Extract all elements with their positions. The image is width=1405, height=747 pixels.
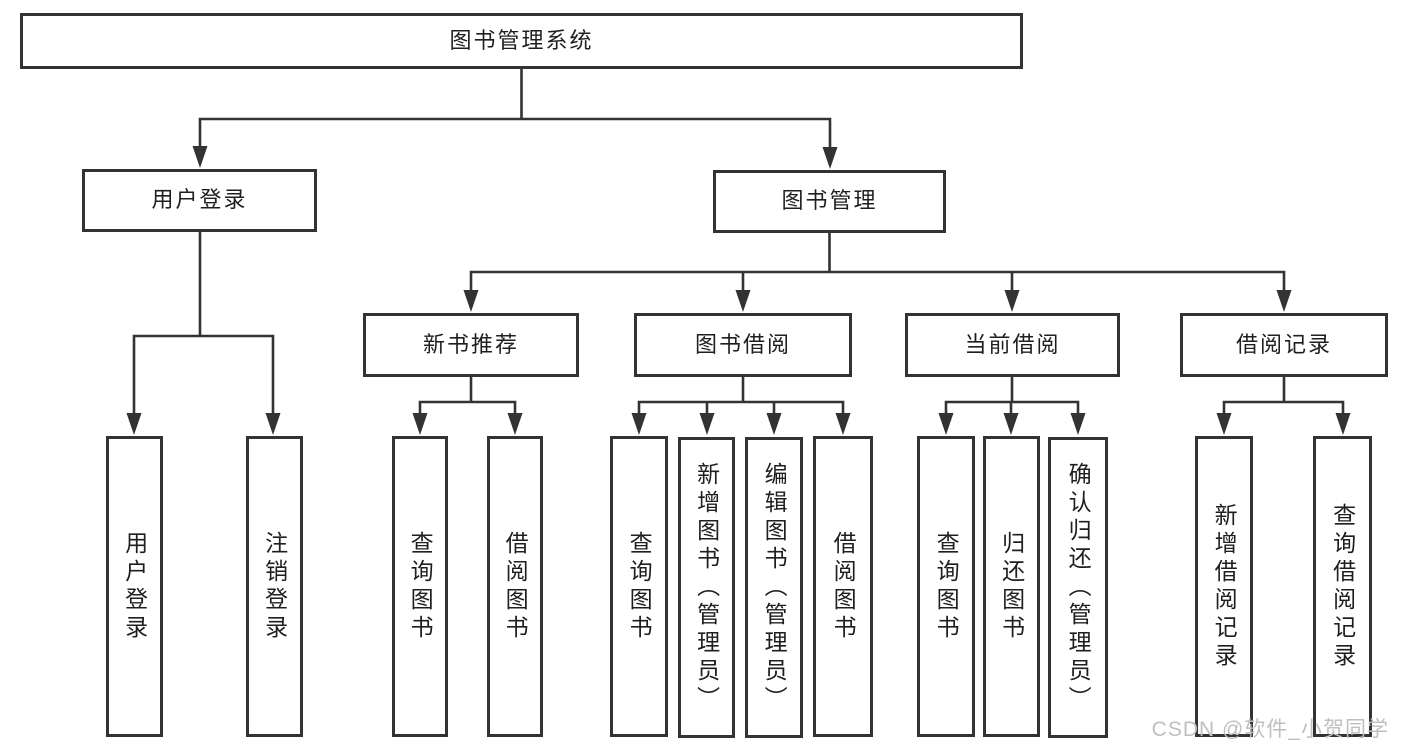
arrow-down-icon xyxy=(766,413,782,435)
node-borrow-records: 借阅记录 xyxy=(1180,313,1388,377)
node-leaf-bb-add-books: 新增图书（管理员） xyxy=(678,437,735,738)
arrow-down-icon xyxy=(192,146,208,168)
arrow-down-icons xyxy=(126,146,1351,435)
node-current-borrow: 当前借阅 xyxy=(905,313,1120,377)
node-new-book-recommend: 新书推荐 xyxy=(363,313,579,377)
arrow-down-icon xyxy=(1216,413,1232,435)
node-leaf-cb-query-books: 查询图书 xyxy=(917,436,975,737)
csdn-watermark: CSDN @软件_小贺同学 xyxy=(1151,718,1389,741)
arrow-down-icon xyxy=(265,413,281,435)
arrow-down-icon xyxy=(835,413,851,435)
node-leaf-br-query-record: 查询借阅记录 xyxy=(1313,436,1372,737)
arrow-down-icon xyxy=(507,413,523,435)
node-book-management: 图书管理 xyxy=(713,170,946,233)
connector-root-to-level2 xyxy=(198,69,832,152)
arrow-down-icon xyxy=(938,413,954,435)
node-leaf-user-login: 用户登录 xyxy=(106,436,163,737)
node-leaf-nbr-borrow-books: 借阅图书 xyxy=(487,436,543,737)
node-leaf-logout: 注销登录 xyxy=(246,436,303,737)
connector-newbook-to-leaves xyxy=(418,377,517,418)
connector-currentborrow-to-leaves xyxy=(944,377,1080,418)
node-user-login: 用户登录 xyxy=(82,169,317,232)
arrow-down-icon xyxy=(126,413,142,435)
arrow-down-icon xyxy=(1003,413,1019,435)
arrow-down-icon xyxy=(735,290,751,312)
node-leaf-bb-borrow-books: 借阅图书 xyxy=(813,436,873,737)
node-leaf-bb-edit-books: 编辑图书（管理员） xyxy=(745,437,803,738)
node-leaf-cb-return-books: 归还图书 xyxy=(983,436,1040,737)
arrow-down-icon xyxy=(1276,290,1292,312)
arrow-down-icon xyxy=(1070,413,1086,435)
arrow-down-icon xyxy=(1004,290,1020,312)
arrow-down-icon xyxy=(631,413,647,435)
node-book-borrow: 图书借阅 xyxy=(634,313,852,377)
connector-records-to-leaves xyxy=(1222,377,1345,418)
node-leaf-cb-confirm-return: 确认归还（管理员） xyxy=(1048,437,1108,738)
arrow-down-icon xyxy=(699,413,715,435)
node-root: 图书管理系统 xyxy=(20,13,1023,69)
arrow-down-icon xyxy=(412,413,428,435)
connector-bookmgmt-to-level3 xyxy=(469,233,1286,295)
connector-bookborrow-to-leaves xyxy=(637,377,845,418)
arrow-down-icon xyxy=(463,290,479,312)
arrow-down-icon xyxy=(1335,413,1351,435)
node-leaf-br-add-record: 新增借阅记录 xyxy=(1195,436,1253,737)
connector-userlogin-to-leaves xyxy=(132,232,275,418)
arrow-down-icon xyxy=(822,147,838,169)
node-leaf-nbr-query-books: 查询图书 xyxy=(392,436,448,737)
node-leaf-bb-query-books: 查询图书 xyxy=(610,436,668,737)
